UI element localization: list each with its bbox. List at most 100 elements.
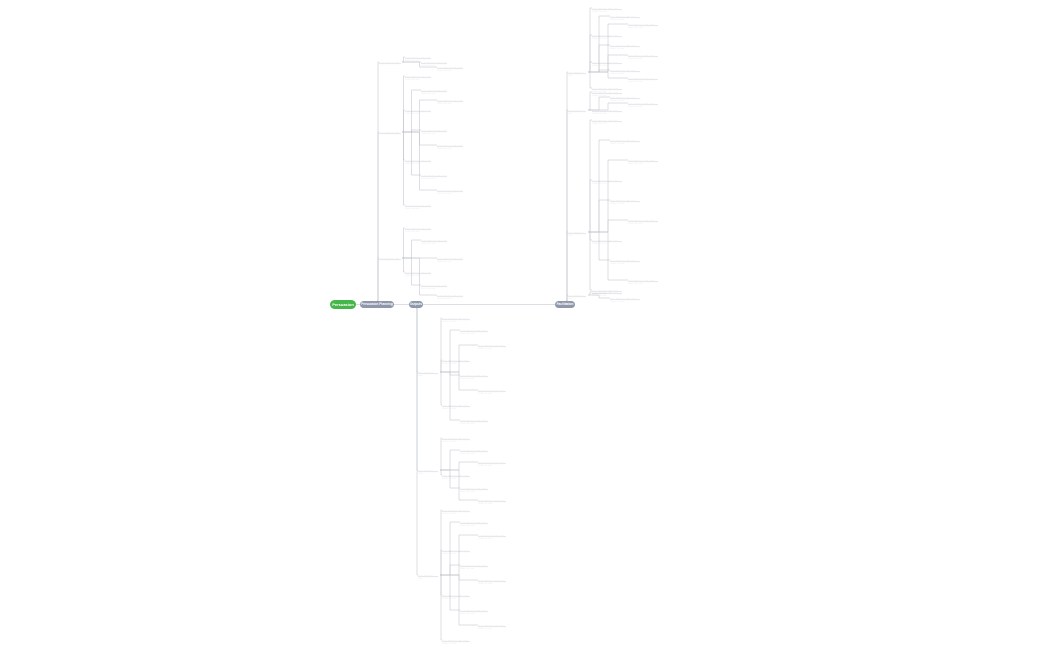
root-node-label: Persuasion [332,302,354,307]
leaf-node[interactable]: ·· ··· ······· ··· ····· ·· ··· ······· … [421,283,447,290]
leaf-node[interactable]: ·· ··· ······· ··· ····· ·· ··· ······· … [421,128,447,135]
root-node[interactable]: Persuasion [330,300,356,309]
connector [440,574,478,626]
leaf-node[interactable]: ·· ··· ······· ··· ····· [418,573,434,580]
leaf-node[interactable]: ·· ··· ······· ··· ····· ·· ··· ······· … [592,86,618,93]
leaf-node[interactable]: ·· ··· ······· ··· ····· ·· ··· ······· … [628,158,654,165]
connector [588,199,610,233]
leaf-node[interactable]: ·· ··· ······· ··· ····· ·· ··· ······· … [421,60,447,67]
connector [402,61,437,68]
leaf-node[interactable]: ·· ··· ······· ··· ····· ·· ··· ······· … [592,60,618,67]
connector [566,231,568,302]
leaf-node[interactable]: ·· ··· ······· ··· ····· [379,256,400,260]
connector [440,469,478,501]
leaf-node[interactable]: ·· ··· ······· ··· ····· ·· ··· ······· … [628,22,654,29]
branch-node-facilitation[interactable]: Facilitation [555,301,575,308]
leaf-node[interactable]: ·· ··· ······· ··· ····· [568,230,584,237]
leaf-node[interactable]: ·· ··· ······· ··· ····· ·· ··· ······· … [437,188,463,195]
leaf-node[interactable]: ·· ··· ······· ··· ····· ·· ··· ······· … [405,158,431,165]
branch-node-persuasion-planning[interactable]: Persuasion Planning [360,301,394,308]
leaf-node[interactable]: ·· ··· ······· ··· ····· ·· ··· ······· … [478,533,504,540]
leaf-node[interactable]: ·· ··· ······· ··· ····· ·· ··· ······· … [478,460,504,467]
connector [402,257,437,296]
connector [588,102,628,111]
leaf-node[interactable]: ·· ··· ······· ··· ····· ·· ··· ······· … [592,288,618,295]
leaf-node[interactable]: ·· ··· ······· ··· ····· ·· ··· ······· … [478,343,504,350]
leaf-node[interactable]: ·· ··· ······· ··· ····· ·· ··· ······· … [442,358,468,365]
leaf-node[interactable]: ·· ··· ······· ··· ····· ·· ··· ······· … [460,373,486,380]
leaf-node[interactable]: ·· ··· ······· ··· ····· ·· ··· ······· … [405,55,431,62]
leaf-node[interactable]: ·· ··· ······· ··· ····· ·· ··· ······· … [460,486,486,493]
leaf-node[interactable]: ·· ··· ······· ··· ····· ·· ··· ······· … [460,563,486,570]
leaf-node[interactable]: ·· ··· ······· ··· ····· ·· ··· ······· … [610,198,636,205]
connector [588,231,610,261]
connector [440,574,460,611]
leaf-node[interactable]: ·· ··· ······· ··· ····· ·· ··· ······· … [592,6,618,13]
leaf-node[interactable]: ·· ··· ······· ··· ····· ·· ··· ······· … [405,226,431,233]
leaf-node[interactable]: ·· ··· ······· ··· ····· ·· ··· ······· … [610,43,636,50]
connector [377,257,379,302]
leaf-node[interactable]: ·· ··· ······· ··· ····· ·· ··· ······· … [628,101,654,108]
leaf-node[interactable]: ·· ··· ······· ··· ····· [568,293,584,300]
leaf-node[interactable]: ·· ··· ······· ··· ····· ·· ··· ······· … [610,95,636,102]
leaf-node[interactable]: ·· ··· ······· ··· ····· [379,60,400,64]
leaf-node[interactable]: ·· ··· ······· ··· ····· ·· ··· ······· … [592,118,618,125]
leaf-node[interactable]: ·· ··· ······· ··· ····· ·· ··· ······· … [628,76,654,83]
leaf-node[interactable]: ·· ··· ······· ··· ····· ·· ··· ······· … [460,608,486,615]
leaf-node[interactable]: ·· ··· ······· ··· ····· ·· ··· ······· … [460,520,486,527]
leaf-node[interactable]: ·· ··· ······· ··· ····· [379,130,400,134]
leaf-node[interactable]: ·· ··· ······· ··· ····· ·· ··· ······· … [442,638,468,645]
leaf-node[interactable]: ·· ··· ······· ··· ····· ·· ··· ······· … [592,108,618,115]
leaf-node[interactable]: ·· ··· ······· ··· ····· ·· ··· ······· … [442,548,468,555]
leaf-node[interactable]: ·· ··· ······· ··· ····· ·· ··· ······· … [442,436,468,443]
leaf-node[interactable]: ·· ··· ······· ··· ····· ·· ··· ······· … [592,290,618,297]
leaf-node[interactable]: ·· ··· ······· ··· ····· ·· ··· ······· … [442,316,468,323]
leaf-node[interactable]: ·· ··· ······· ··· ····· ·· ··· ······· … [478,623,504,630]
connector [402,131,421,176]
leaf-node[interactable]: ·· ··· ······· ··· ····· [418,468,434,475]
leaf-node[interactable]: ·· ··· ······· ··· ····· ·· ··· ······· … [442,473,468,480]
connector [440,371,460,421]
leaf-node[interactable]: ·· ··· ······· ··· ····· ·· ··· ······· … [478,388,504,395]
leaf-node[interactable]: ·· ··· ······· ··· ····· ·· ··· ······· … [421,238,447,245]
leaf-node[interactable]: ·· ··· ······· ··· ····· ·· ··· ······· … [442,508,468,515]
leaf-node[interactable]: ·· ··· ······· ··· ····· ·· ··· ······· … [442,403,468,410]
leaf-node[interactable]: ·· ··· ······· ··· ····· ·· ··· ······· … [460,448,486,455]
leaf-node[interactable]: ·· ··· ······· ··· ····· ·· ··· ······· … [592,90,618,97]
leaf-node[interactable]: ·· ··· ······· ··· ····· [568,108,584,115]
leaf-node[interactable]: ·· ··· ······· ··· ····· ·· ··· ······· … [437,65,463,72]
leaf-node[interactable]: ·· ··· ······· ··· ····· ·· ··· ······· … [442,593,468,600]
connector [588,179,592,233]
leaf-node[interactable]: ·· ··· ······· ··· ····· ·· ··· ······· … [610,14,636,21]
leaf-node[interactable]: ·· ··· ······· ··· ····· ·· ··· ······· … [460,328,486,335]
leaf-node[interactable]: ·· ··· ······· ··· ····· ·· ··· ······· … [437,293,463,300]
leaf-node[interactable]: ·· ··· ······· ··· ····· ·· ··· ······· … [437,98,463,105]
leaf-node[interactable]: ·· ··· ······· ··· ····· ·· ··· ······· … [460,418,486,425]
leaf-node[interactable]: ·· ··· ······· ··· ····· ·· ··· ······· … [405,203,431,210]
branch-node-outputs[interactable]: Outputs [409,301,423,308]
connector [588,231,592,291]
leaf-node[interactable]: ·· ··· ······· ··· ····· ·· ··· ······· … [478,578,504,585]
leaf-node[interactable]: ·· ··· ······· ··· ····· ·· ··· ······· … [405,270,431,277]
leaf-node[interactable]: ·· ··· ······· ··· ····· ·· ··· ······· … [437,143,463,150]
leaf-node[interactable]: ·· ··· ······· ··· ····· ·· ··· ······· … [405,74,431,81]
leaf-node[interactable]: ·· ··· ······· ··· ····· ·· ··· ······· … [628,218,654,225]
connector [402,239,421,259]
leaf-node[interactable]: ·· ··· ······· ··· ····· ·· ··· ······· … [405,108,431,115]
leaf-node[interactable]: ·· ··· ······· ··· ····· ·· ··· ······· … [437,256,463,263]
leaf-node[interactable]: ·· ··· ······· ··· ····· ·· ··· ······· … [592,178,618,185]
leaf-node[interactable]: ·· ··· ······· ··· ····· ·· ··· ······· … [610,138,636,145]
leaf-node[interactable]: ·· ··· ······· ··· ····· ·· ··· ······· … [421,173,447,180]
leaf-node[interactable]: ·· ··· ······· ··· ····· ·· ··· ······· … [610,258,636,265]
leaf-node[interactable]: ·· ··· ······· ··· ····· ·· ··· ······· … [421,88,447,95]
leaf-node[interactable]: ·· ··· ······· ··· ····· ·· ··· ······· … [610,296,636,303]
leaf-node[interactable]: ·· ··· ······· ··· ····· ·· ··· ······· … [592,33,618,40]
leaf-node[interactable]: ·· ··· ······· ··· ····· ·· ··· ······· … [592,238,618,245]
leaf-node[interactable]: ·· ··· ······· ··· ····· ·· ··· ······· … [628,278,654,285]
leaf-node[interactable]: ·· ··· ······· ··· ····· [568,70,584,77]
leaf-node[interactable]: ·· ··· ······· ··· ····· [418,370,434,377]
leaf-node[interactable]: ·· ··· ······· ··· ····· ·· ··· ······· … [610,68,636,75]
leaf-node[interactable]: ·· ··· ······· ··· ····· ·· ··· ······· … [478,498,504,505]
leaf-node[interactable]: ·· ··· ······· ··· ····· ·· ··· ······· … [628,53,654,60]
